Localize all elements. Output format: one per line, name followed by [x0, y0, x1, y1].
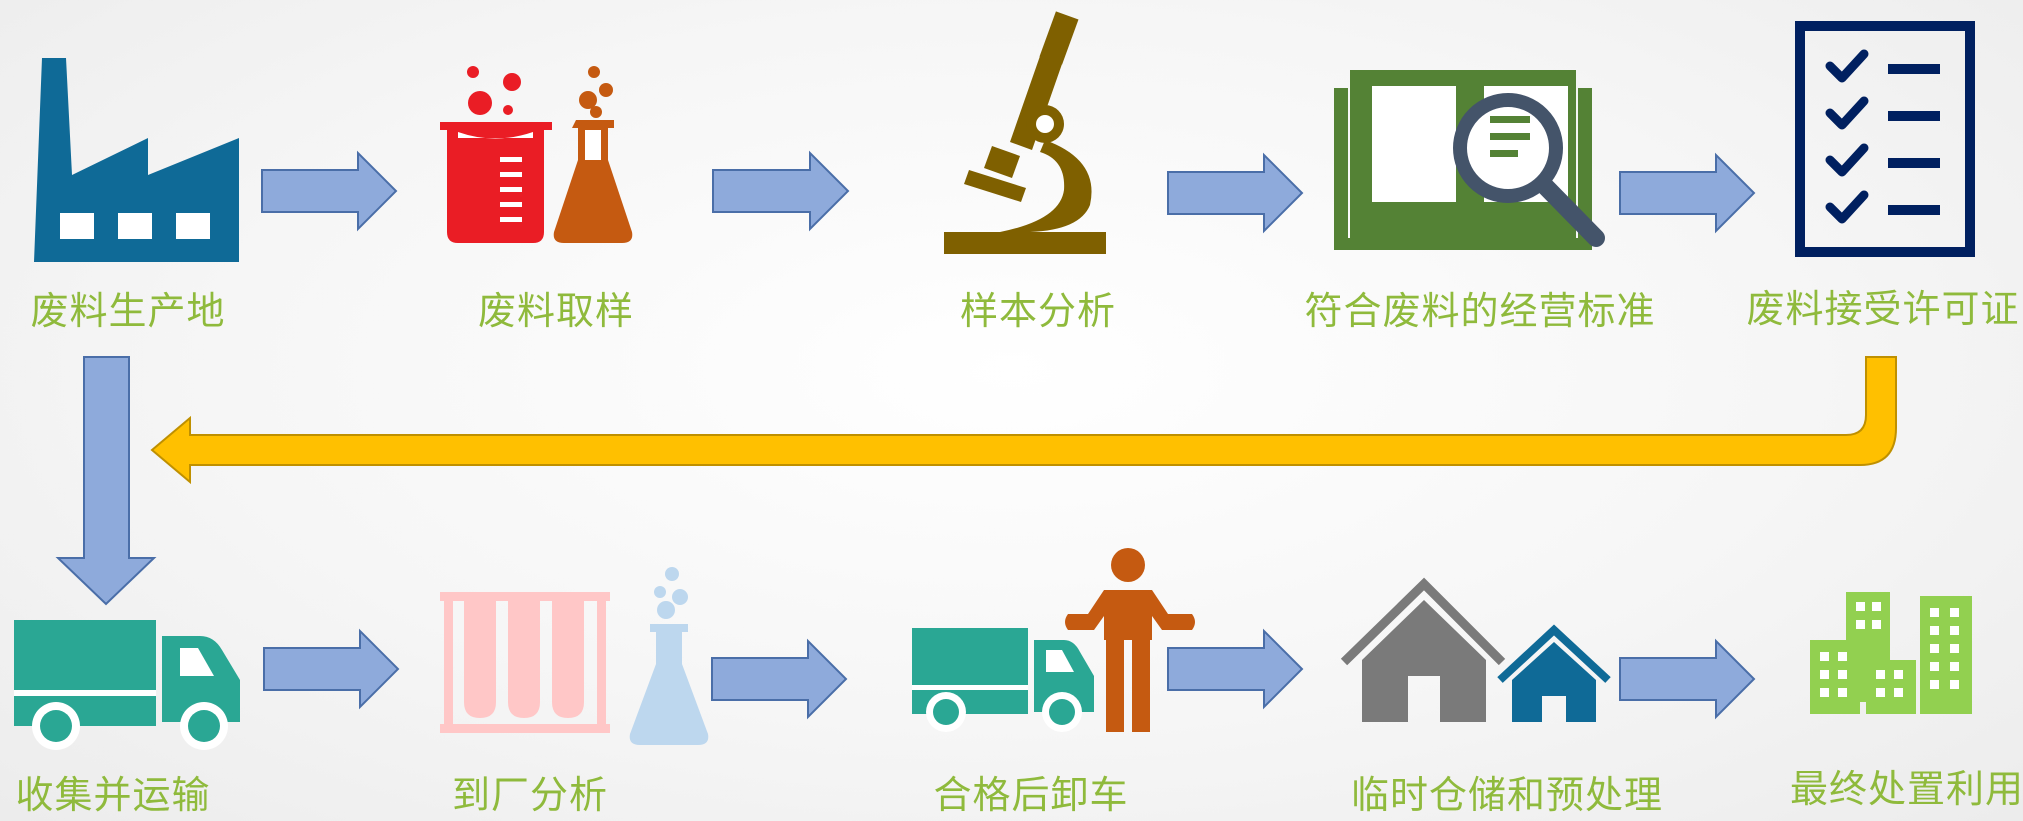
- lab-beakers-icon: [440, 66, 633, 243]
- step-label-acceptance-permit: 废料接受许可证: [1746, 287, 2020, 331]
- arrow-s6-s7: [263, 628, 400, 710]
- arrow-s1-s2: [261, 150, 398, 232]
- step-label-waste-origin: 废料生产地: [30, 289, 226, 333]
- arrow-s2-s3: [712, 150, 850, 232]
- step-label-qualified-unload: 合格后卸车: [933, 773, 1129, 817]
- step-label-sample-analysis: 样本分析: [959, 289, 1117, 333]
- step-label-final-disposal: 最终处置利用: [1789, 767, 2023, 811]
- step-label-waste-sampling: 废料取样: [477, 289, 635, 333]
- arrow-s1-s6: [55, 356, 157, 606]
- arrow-s9-s10: [1619, 638, 1756, 720]
- book-magnifier-icon: [1334, 70, 1605, 250]
- delivery-truck-icon: [14, 620, 240, 750]
- buildings-icon: [1810, 592, 1972, 714]
- step-label-plant-analysis: 到厂分析: [451, 773, 609, 817]
- truck-worker-icon: [912, 548, 1195, 732]
- test-tubes-flask-icon: [440, 567, 709, 745]
- arrow-s7-s8: [711, 638, 848, 720]
- arrow-s4-s5: [1619, 152, 1756, 234]
- arrow-s3-s4: [1167, 152, 1304, 234]
- checklist-icon: [1795, 21, 1975, 257]
- step-label-meets-standards: 符合废料的经营标准: [1304, 289, 1656, 333]
- return-arrow: [150, 356, 1897, 485]
- arrow-s8-s9: [1167, 628, 1304, 710]
- microscope-icon: [944, 11, 1106, 254]
- step-label-collect-transport: 收集并运输: [15, 773, 211, 817]
- houses-icon: [1340, 577, 1611, 722]
- step-label-storage-pretreatment: 临时仓储和预处理: [1350, 773, 1664, 817]
- factory-icon: [34, 58, 239, 262]
